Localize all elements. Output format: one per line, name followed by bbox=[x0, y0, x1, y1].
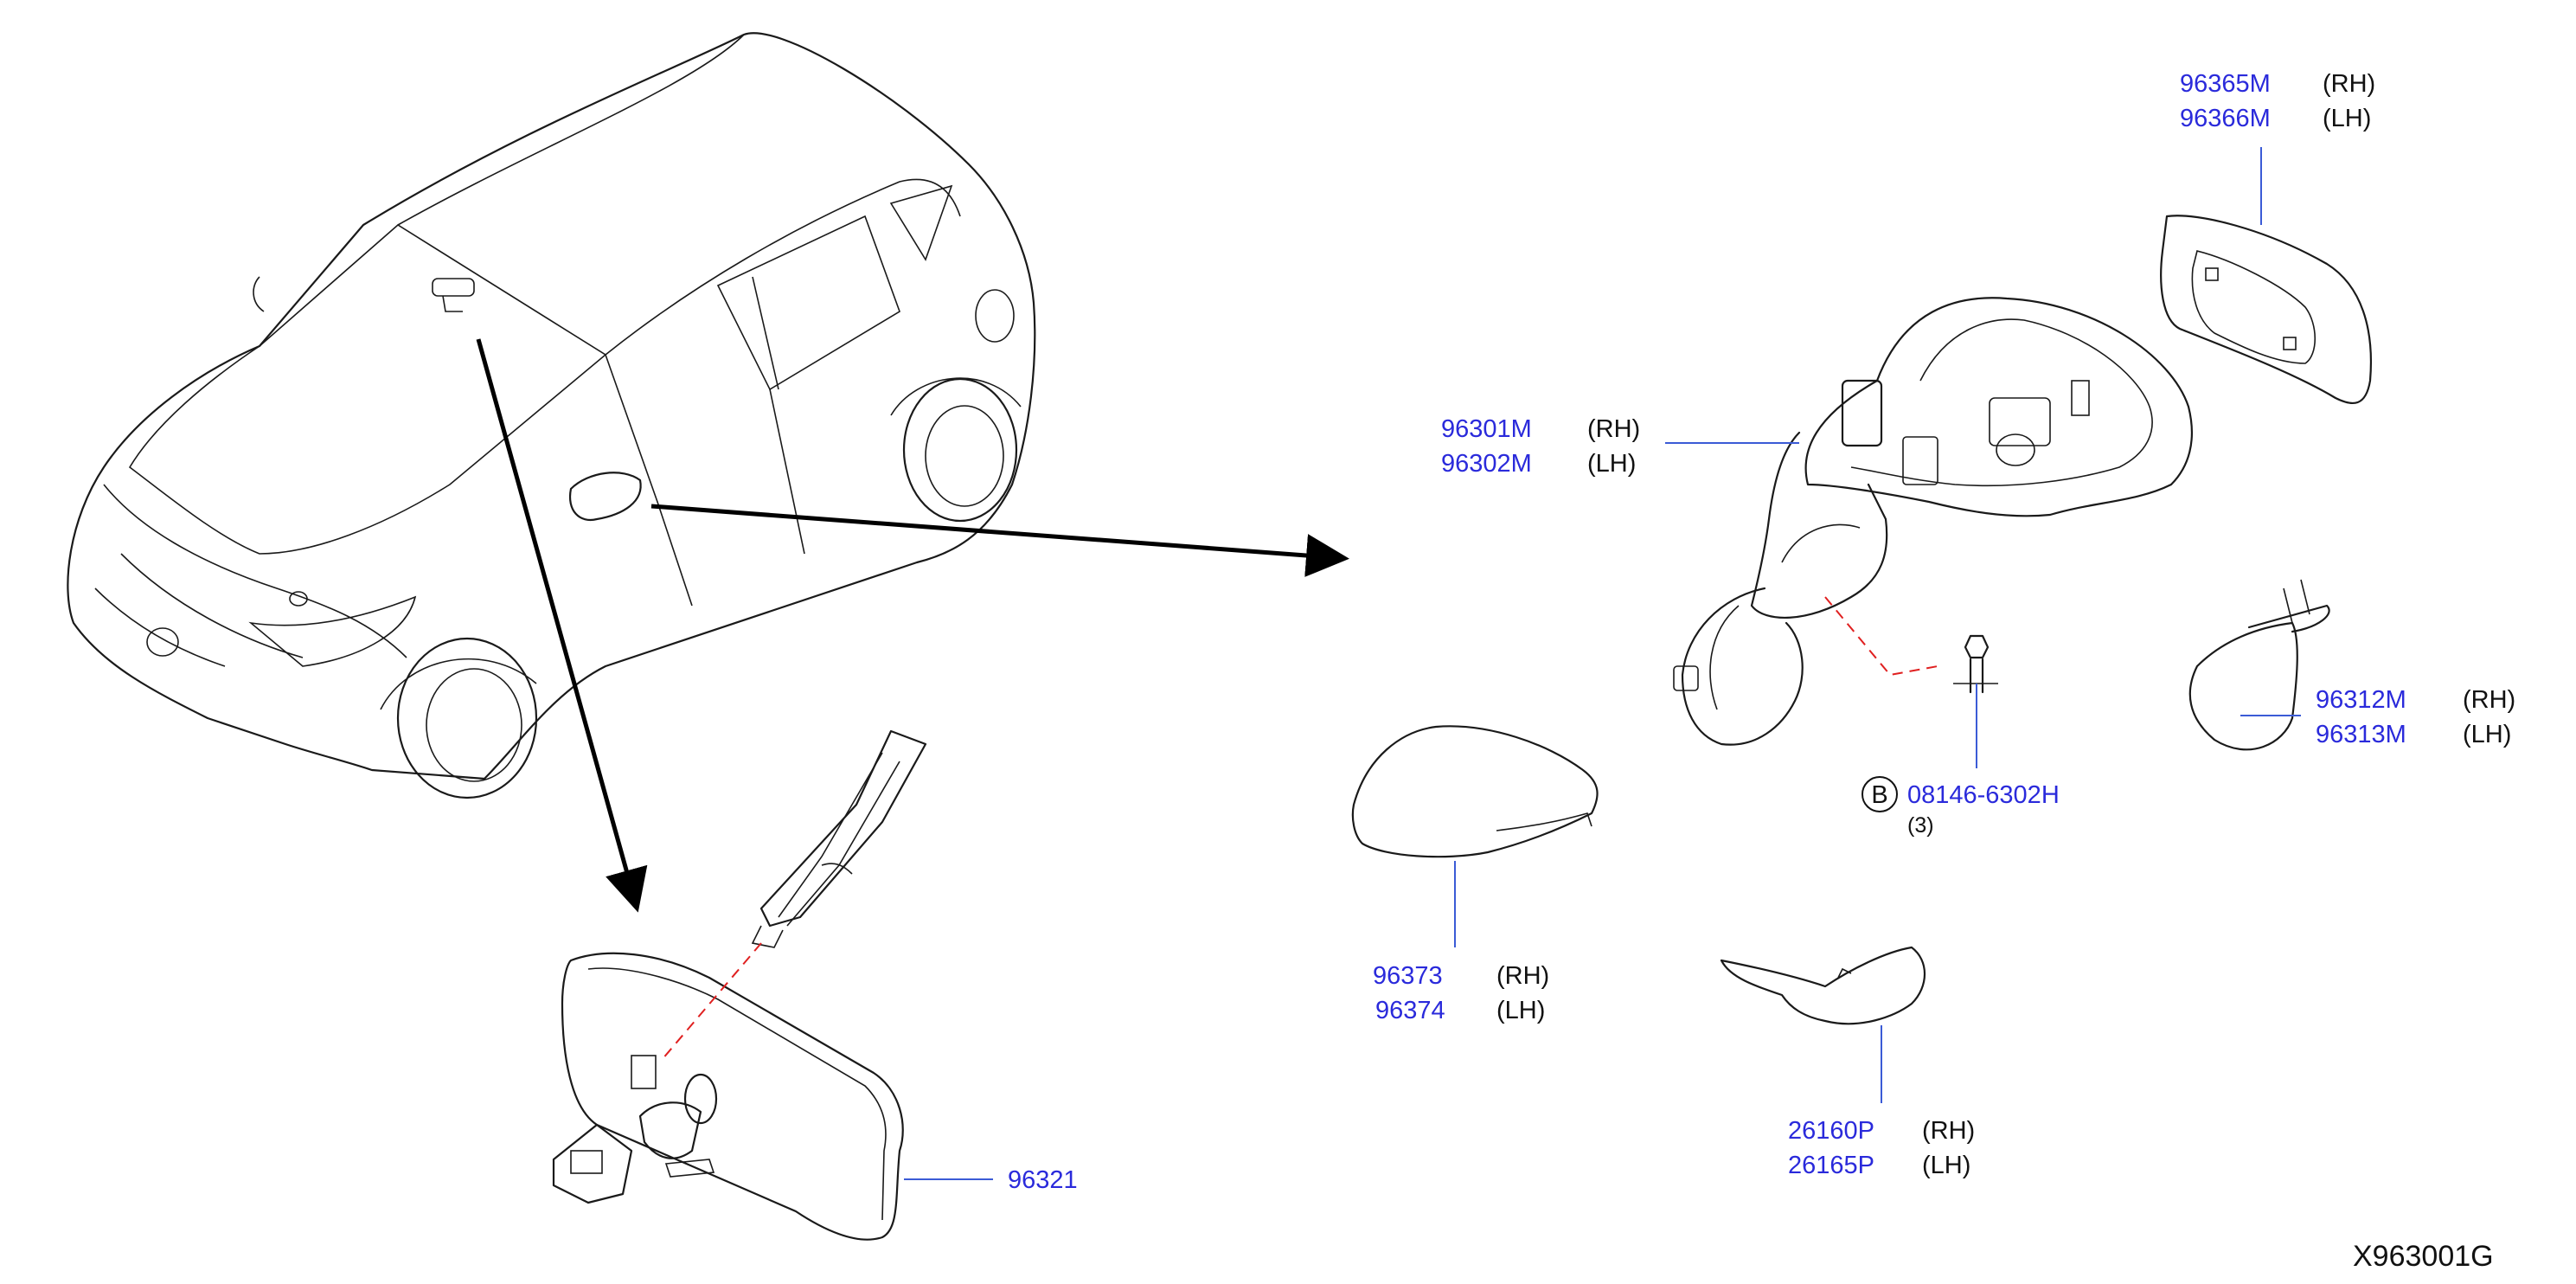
door-mirror-illustration bbox=[1351, 215, 2372, 1025]
callout-96321[interactable]: 96321 bbox=[1008, 1166, 1078, 1194]
door-mirror-guide-line bbox=[1824, 596, 1938, 677]
part-number-96366M[interactable]: 96366M bbox=[2180, 105, 2271, 132]
callout-96365M[interactable]: 96365M (RH) 96366M (LH) bbox=[2180, 70, 2375, 132]
vehicle-illustration bbox=[67, 32, 1036, 799]
inside-mirror-illustration bbox=[552, 729, 927, 1241]
side-rh: (RH) bbox=[2463, 686, 2515, 714]
callout-96373[interactable]: 96373 (RH) 96374 (LH) bbox=[1373, 962, 1549, 1024]
part-number-96301M[interactable]: 96301M bbox=[1441, 415, 1532, 443]
side-lh: (LH) bbox=[1922, 1152, 1970, 1179]
side-rh: (RH) bbox=[1587, 415, 1640, 443]
arrow-to-door-mirror bbox=[650, 504, 1349, 577]
part-number-26165P[interactable]: 26165P bbox=[1788, 1152, 1874, 1179]
side-rh: (RH) bbox=[1922, 1117, 1975, 1145]
inside-mirror-guide-line bbox=[661, 942, 762, 1061]
part-number-26160P[interactable]: 26160P bbox=[1788, 1117, 1874, 1145]
side-lh: (LH) bbox=[1496, 997, 1545, 1024]
callout-26160P[interactable]: 26160P (RH) 26165P (LH) bbox=[1788, 1117, 1975, 1179]
bolt-quantity: (3) bbox=[1907, 813, 1934, 838]
arrow-to-inside-mirror bbox=[476, 338, 648, 913]
part-number-08146-6302H[interactable]: 08146-6302H bbox=[1907, 781, 2060, 809]
part-number-96313M[interactable]: 96313M bbox=[2316, 721, 2406, 748]
callout-arrows bbox=[476, 338, 1349, 913]
side-lh: (LH) bbox=[2323, 105, 2371, 132]
bolt-marker-letter: B bbox=[1871, 781, 1887, 809]
part-number-96373[interactable]: 96373 bbox=[1373, 962, 1443, 990]
drawing-reference-id: X963001G bbox=[2353, 1240, 2494, 1273]
callout-bolt[interactable]: B 08146-6302H (3) bbox=[1862, 776, 2060, 838]
part-number-96312M[interactable]: 96312M bbox=[2316, 686, 2406, 714]
side-rh: (RH) bbox=[1496, 962, 1549, 990]
part-number-96365M[interactable]: 96365M bbox=[2180, 70, 2271, 98]
side-lh: (LH) bbox=[1587, 450, 1636, 478]
callout-96312M[interactable]: 96312M (RH) 96313M (LH) bbox=[2316, 686, 2515, 748]
bolt-marker-circle bbox=[1862, 776, 1898, 812]
leader-lines bbox=[904, 147, 2301, 1180]
part-number-96374[interactable]: 96374 bbox=[1375, 997, 1445, 1024]
side-lh: (LH) bbox=[2463, 721, 2511, 748]
side-rh: (RH) bbox=[2323, 70, 2375, 98]
part-number-96302M[interactable]: 96302M bbox=[1441, 450, 1532, 478]
callout-96301M[interactable]: 96301M (RH) 96302M (LH) bbox=[1441, 415, 1640, 478]
part-number-96321[interactable]: 96321 bbox=[1008, 1166, 1078, 1194]
